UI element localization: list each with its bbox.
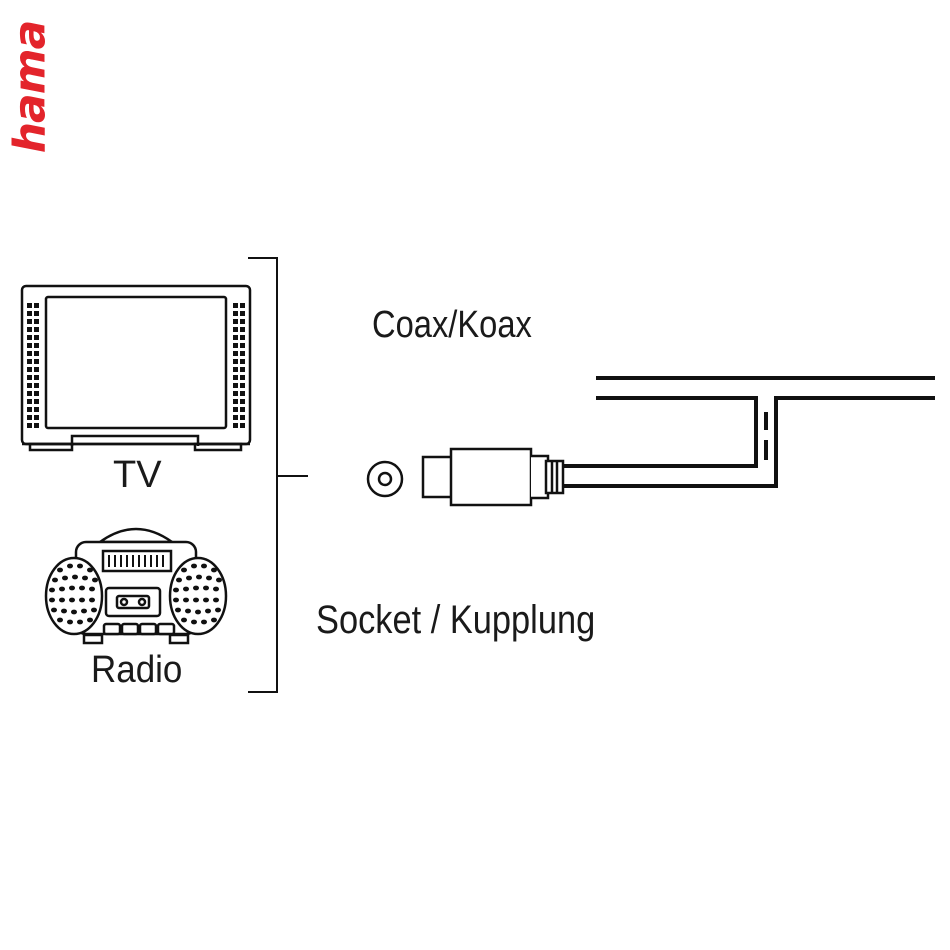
socket-icon bbox=[366, 460, 404, 498]
socket-label: Socket / Kupplung bbox=[316, 598, 596, 642]
radio-label: Radio bbox=[91, 649, 183, 691]
coax-plug-icon bbox=[421, 447, 565, 507]
bracket bbox=[248, 257, 308, 693]
coax-cable bbox=[562, 376, 935, 488]
tv-label: TV bbox=[113, 454, 162, 496]
radio-icon bbox=[44, 527, 228, 645]
coax-label: Coax/Koax bbox=[372, 304, 532, 346]
tv-icon bbox=[20, 284, 252, 452]
